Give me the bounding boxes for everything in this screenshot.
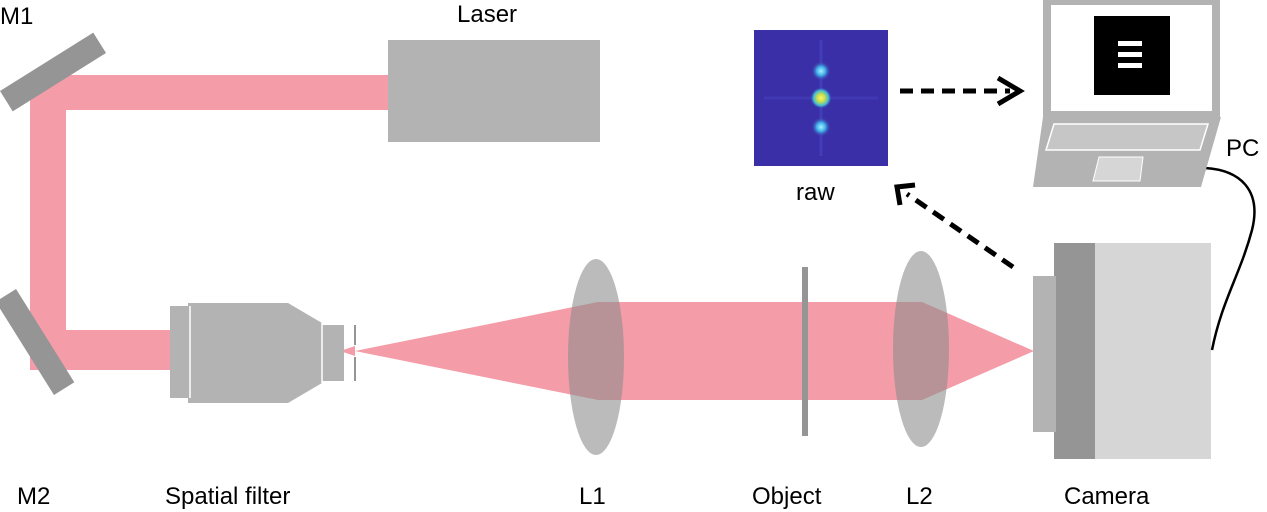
label-pc: PC — [1226, 135, 1259, 162]
lens-l1 — [568, 259, 624, 455]
raw-spot-bottom — [811, 117, 831, 137]
laser-box — [388, 40, 600, 142]
raw-spot-top — [811, 61, 831, 81]
raw-image — [754, 30, 888, 166]
laser-beam-path — [30, 75, 400, 370]
lens-l2 — [893, 251, 949, 447]
label-laser: Laser — [457, 1, 517, 28]
label-camera: Camera — [1064, 483, 1150, 510]
dashed-arrow-right-icon — [900, 75, 1025, 107]
camera — [1033, 243, 1211, 459]
spatial-filter — [170, 303, 356, 403]
label-m2: M2 — [17, 483, 50, 510]
label-l2: L2 — [906, 483, 933, 510]
object-plate — [802, 267, 808, 436]
dashed-arrow-up-left-icon — [894, 182, 1015, 270]
label-raw: raw — [796, 179, 835, 206]
label-object: Object — [752, 483, 822, 510]
raw-spot-center — [810, 87, 832, 109]
label-spatial-filter: Spatial filter — [165, 483, 290, 510]
camera-pc-cable — [1204, 166, 1256, 351]
laptop-pc — [1033, 0, 1221, 187]
mirror-m1 — [0, 32, 107, 112]
label-m1: M1 — [0, 3, 33, 30]
label-l1: L1 — [579, 483, 606, 510]
expanded-beam — [340, 302, 1034, 400]
mirror-m2 — [0, 288, 75, 396]
